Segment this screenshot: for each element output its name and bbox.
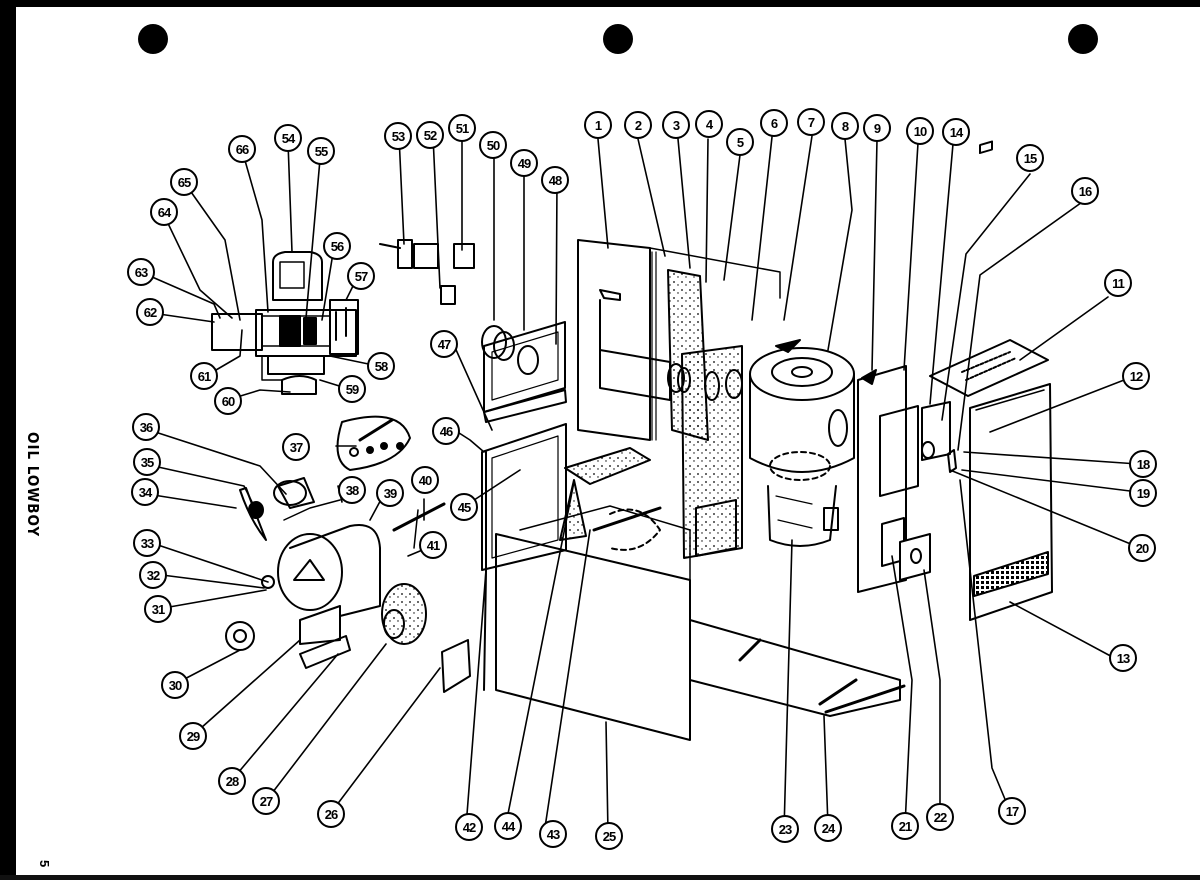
callout-28[interactable]: 28 [218,767,246,795]
callout-19[interactable]: 19 [1129,479,1157,507]
callout-51[interactable]: 51 [448,114,476,142]
callout-2[interactable]: 2 [624,111,652,139]
callout-62[interactable]: 62 [136,298,164,326]
callout-18[interactable]: 18 [1129,450,1157,478]
leader-lines [142,134,1139,835]
callout-27[interactable]: 27 [252,787,280,815]
callout-22[interactable]: 22 [926,803,954,831]
callout-23[interactable]: 23 [771,815,799,843]
callout-5[interactable]: 5 [726,128,754,156]
callout-57[interactable]: 57 [347,262,375,290]
punch-hole-left [138,24,168,54]
callout-56[interactable]: 56 [323,232,351,260]
cabinet-shell [483,447,906,741]
callout-12[interactable]: 12 [1122,362,1150,390]
callout-16[interactable]: 16 [1071,177,1099,205]
callout-63[interactable]: 63 [127,258,155,286]
scan-border-bottom [0,875,1200,880]
callout-39[interactable]: 39 [376,479,404,507]
callout-33[interactable]: 33 [133,529,161,557]
callout-37[interactable]: 37 [282,433,310,461]
callout-11[interactable]: 11 [1104,269,1132,297]
callout-14[interactable]: 14 [942,118,970,146]
callout-60[interactable]: 60 [214,387,242,415]
observation-door-parts [481,321,567,571]
callout-55[interactable]: 55 [307,137,335,165]
callout-31[interactable]: 31 [144,595,172,623]
callout-35[interactable]: 35 [133,448,161,476]
callout-40[interactable]: 40 [411,466,439,494]
callout-65[interactable]: 65 [170,168,198,196]
heat-exchanger-drum [749,339,855,547]
callout-47[interactable]: 47 [430,330,458,358]
callout-6[interactable]: 6 [760,109,788,137]
callout-10[interactable]: 10 [906,117,934,145]
callout-44[interactable]: 44 [494,812,522,840]
callout-45[interactable]: 45 [450,493,478,521]
callout-29[interactable]: 29 [179,722,207,750]
callout-48[interactable]: 48 [541,166,569,194]
callout-32[interactable]: 32 [139,561,167,589]
oil-burner-assembly [211,251,359,395]
callout-66[interactable]: 66 [228,135,256,163]
control-relay-parts [379,239,475,305]
callout-38[interactable]: 38 [338,476,366,504]
callout-25[interactable]: 25 [595,822,623,850]
front-inner-panel [857,365,951,593]
callout-36[interactable]: 36 [132,413,160,441]
callout-50[interactable]: 50 [479,131,507,159]
callout-61[interactable]: 61 [190,362,218,390]
callout-64[interactable]: 64 [150,198,178,226]
punch-hole-right [1068,24,1098,54]
callout-58[interactable]: 58 [367,352,395,380]
callout-4[interactable]: 4 [695,110,723,138]
callout-17[interactable]: 17 [998,797,1026,825]
callout-1[interactable]: 1 [584,111,612,139]
callout-7[interactable]: 7 [797,108,825,136]
callout-13[interactable]: 13 [1109,644,1137,672]
callout-46[interactable]: 46 [432,417,460,445]
callout-9[interactable]: 9 [863,114,891,142]
callout-49[interactable]: 49 [510,149,538,177]
callout-34[interactable]: 34 [131,478,159,506]
top-vent-panel [929,339,1049,397]
callout-43[interactable]: 43 [539,820,567,848]
callout-30[interactable]: 30 [161,671,189,699]
callout-24[interactable]: 24 [814,814,842,842]
callout-26[interactable]: 26 [317,800,345,828]
insulation-panel [667,269,743,559]
cabinet-back-panel [577,239,781,441]
callout-42[interactable]: 42 [455,813,483,841]
punch-hole-center [603,24,633,54]
callout-53[interactable]: 53 [384,122,412,150]
callout-52[interactable]: 52 [416,121,444,149]
callout-41[interactable]: 41 [419,531,447,559]
callout-21[interactable]: 21 [891,812,919,840]
scan-border-left [0,0,16,880]
front-door-panel [947,140,1053,621]
callout-3[interactable]: 3 [662,111,690,139]
callout-15[interactable]: 15 [1016,144,1044,172]
scan-border-top [0,0,1200,7]
callout-20[interactable]: 20 [1128,534,1156,562]
callout-54[interactable]: 54 [274,124,302,152]
callout-8[interactable]: 8 [831,112,859,140]
callout-59[interactable]: 59 [338,375,366,403]
